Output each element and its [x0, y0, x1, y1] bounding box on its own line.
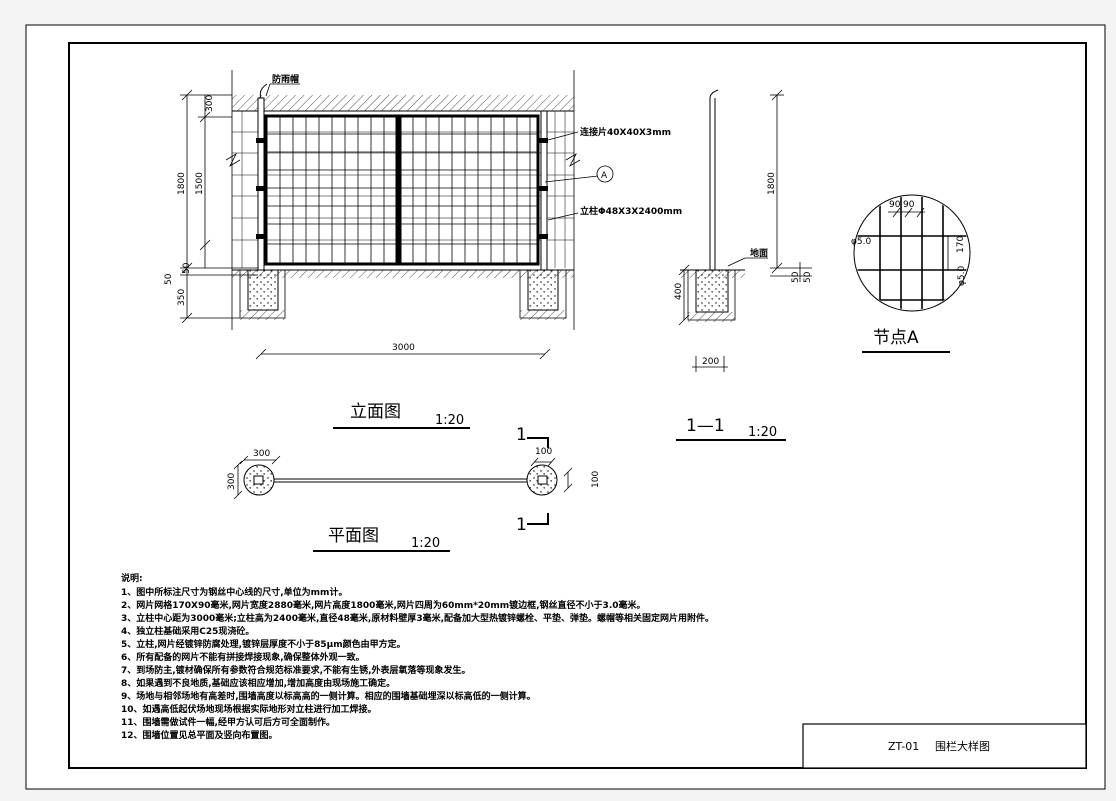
note-item: 5、立柱,网片经镀锌防腐处理,镀锌层厚度不小于85μm颜色由甲方定。 — [121, 638, 406, 650]
section-dim-400: 400 — [674, 283, 684, 300]
section-dim-50: 50 — [791, 271, 801, 283]
drawing-code: ZT-01 — [888, 740, 919, 753]
node-a-detail: 90 90 170 φ5.0 φ5.0 节点A — [851, 194, 971, 353]
section-scale: 1:20 — [748, 425, 777, 440]
drawing-name: 围栏大样图 — [935, 739, 990, 753]
callout-post: 立柱Φ48X3X2400mm — [580, 205, 682, 217]
note-item: 7、到场防主,镀材确保所有参数符合规范标准要求,不能有生锈,外表层氧落等现象发生… — [121, 664, 471, 676]
section-dim-50b: 50 — [803, 271, 813, 283]
node-phi-right: φ5.0 — [957, 265, 967, 286]
callout-cap: 防雨帽 — [272, 73, 299, 85]
plan-title: 平面图 — [328, 526, 379, 546]
note-item: 9、场地与相邻场地有高差时,围墙高度以标高高的一侧计算。相应的围墙基础埋深以标高… — [121, 690, 536, 702]
plan-dim-100a: 100 — [535, 447, 552, 457]
elevation-view: 300 1800 1500 50 50 350 3000 防雨帽 连接片40X4… — [164, 70, 682, 429]
cut-label-top: 1 — [516, 425, 527, 445]
section-title: 1—1 — [686, 416, 725, 436]
note-item: 8、如果遇到不良地质,基础应该相应增加,增加高度由现场施工确定。 — [121, 677, 395, 689]
node-dim-170: 170 — [956, 236, 966, 253]
section-dim-200: 200 — [702, 357, 719, 367]
plan-view: 300 300 100 100 1 1 平面图 1:20 — [227, 425, 601, 552]
elev-dim-50b: 50 — [182, 262, 192, 274]
note-item: 12、围墙位置见总平面及竖向布置图。 — [121, 729, 278, 741]
note-item: 6、所有配备的网片不能有拼接焊接现象,确保整体外观一致。 — [121, 651, 365, 663]
note-item: 10、如遇高低起伏场地现场根据实际地形对立柱进行加工焊接。 — [121, 703, 377, 715]
plan-dim-300h: 300 — [227, 473, 237, 490]
notes-block: 说明: 1、图中所标注尺寸为钢丝中心线的尺寸,单位为mm计。 2、网片网格170… — [121, 572, 714, 741]
plan-dim-100b: 100 — [591, 471, 601, 488]
section-view: 地面 1800 50 50 400 200 1—1 1:20 — [674, 89, 813, 441]
node-dim-90b: 90 — [903, 200, 915, 210]
elevation-title: 立面图 — [350, 402, 401, 422]
elev-dim-350: 350 — [177, 289, 187, 306]
node-phi-left: φ5.0 — [851, 237, 872, 247]
section-dim-1800: 1800 — [767, 172, 777, 195]
node-dim-90a: 90 — [889, 200, 901, 210]
notes-heading: 说明: — [121, 572, 143, 584]
title-block: ZT-01 围栏大样图 — [802, 723, 1087, 769]
elev-dim-1800: 1800 — [177, 172, 187, 195]
elev-dim-50: 50 — [164, 273, 174, 285]
plan-scale: 1:20 — [411, 536, 440, 551]
elevation-scale: 1:20 — [435, 413, 464, 428]
outer-frame — [25, 24, 1106, 790]
elev-dim-1500: 1500 — [195, 172, 205, 195]
cut-label-bottom: 1 — [516, 515, 527, 535]
inner-frame — [68, 42, 1087, 769]
note-item: 4、独立柱基础采用C25现浇砼。 — [121, 625, 254, 637]
node-title: 节点A — [873, 328, 919, 348]
callout-connector: 连接片40X40X3mm — [580, 126, 671, 138]
note-item: 3、立柱中心距为3000毫米;立柱高为2400毫米,直径48毫米,原材料壁厚3毫… — [121, 612, 714, 624]
elev-dim-3000: 3000 — [392, 343, 415, 353]
elev-dim-300: 300 — [205, 95, 215, 112]
note-item: 11、围墙需做试件一幅,经甲方认可后方可全面制作。 — [121, 716, 335, 728]
callout-node-ref: A — [601, 171, 608, 181]
note-item: 2、网片网格170X90毫米,网片宽度2880毫米,网片高度1800毫米,网片四… — [121, 599, 646, 611]
section-ground-label: 地面 — [750, 247, 768, 259]
plan-dim-300w: 300 — [253, 449, 270, 459]
note-item: 1、图中所标注尺寸为钢丝中心线的尺寸,单位为mm计。 — [121, 586, 347, 598]
